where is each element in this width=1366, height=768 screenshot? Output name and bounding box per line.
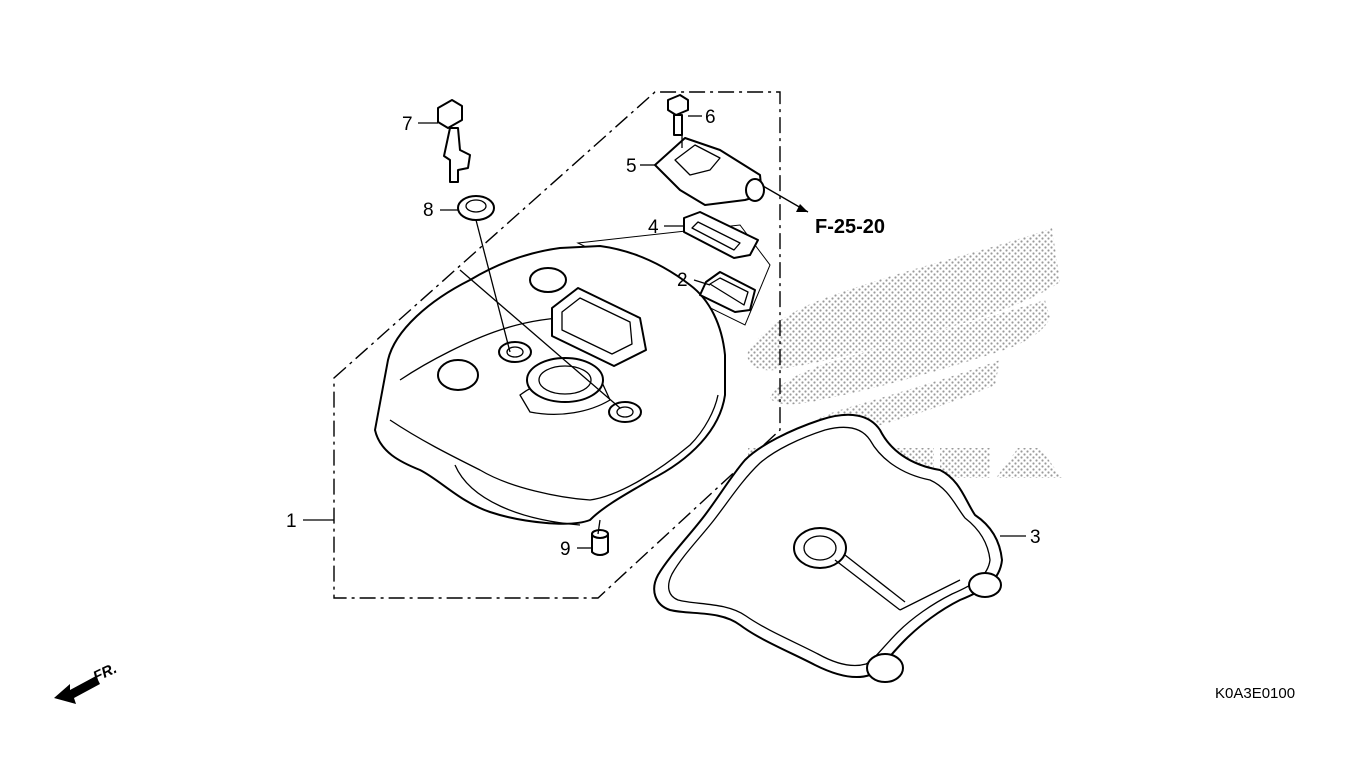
callout-labels: 1 2 3 4 5 6 7 8 9 (286, 107, 1041, 560)
front-arrow-icon (54, 676, 100, 704)
callout-5: 5 (626, 156, 637, 177)
callout-7: 7 (402, 114, 413, 135)
callout-3: 3 (1030, 527, 1041, 548)
callout-9: 9 (560, 539, 571, 560)
breather-element-2 (699, 271, 756, 313)
callout-4: 4 (648, 217, 659, 238)
callout-8: 8 (423, 200, 434, 221)
front-label: FR. (91, 660, 120, 686)
dowel-pin-9 (591, 529, 609, 556)
callout-6: 6 (705, 107, 716, 128)
bolt-6 (667, 94, 689, 136)
head-cover-gasket (653, 413, 1003, 683)
breather-cover-5 (654, 137, 765, 206)
callout-2: 2 (677, 270, 688, 291)
breather-seal-4 (683, 211, 759, 259)
front-direction-indicator: FR. (54, 660, 120, 704)
seal-washer-8 (457, 195, 495, 221)
reference-label: F-25-20 (815, 216, 885, 238)
diagram-code: K0A3E0100 (1215, 685, 1295, 702)
cylinder-head-cover (374, 245, 726, 526)
leader-lines (303, 115, 1026, 549)
bolt-7 (437, 99, 471, 183)
assembly-boundary (333, 91, 781, 599)
callout-1: 1 (286, 511, 297, 532)
